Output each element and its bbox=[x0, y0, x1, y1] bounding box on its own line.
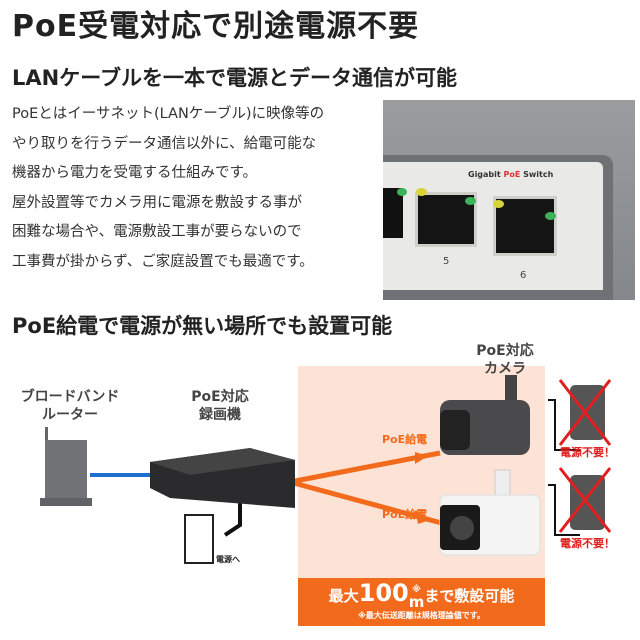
poe-feed-label: PoE給電 bbox=[382, 508, 428, 521]
switch-label: Gigabit PoE Switch bbox=[468, 170, 554, 179]
arrow-icon bbox=[415, 510, 430, 524]
body-line: 機器から電力を受電する仕組みです。 bbox=[12, 165, 258, 181]
banner-note: ※最大伝送距離は規格理論値です。 bbox=[358, 611, 485, 620]
body-line: 屋外設置等でカメラ用に電源を敷設する事が bbox=[12, 194, 302, 211]
camera-label: PoE対応カメラ bbox=[476, 343, 534, 377]
banner-text: 最大 bbox=[328, 587, 359, 605]
diagram-lines bbox=[40, 375, 612, 564]
outlet-label: 電源へ bbox=[216, 555, 240, 564]
description: PoEとはイーサネット(LANケーブル)に映像等の やり取りを行うデータ通信以外… bbox=[12, 100, 382, 277]
port-number: 6 bbox=[520, 270, 527, 281]
poe-switch-photo: Gigabit PoE Switch 5 6 bbox=[383, 100, 635, 300]
banner-text: まで敷設可能 bbox=[424, 587, 515, 605]
page-title: PoE受電対応で別途電源不要 bbox=[12, 9, 420, 44]
recorder-label: PoE対応録画機 bbox=[191, 389, 249, 423]
router-icon bbox=[45, 440, 87, 502]
body-line: やり取りを行うデータ通信以外に、給電可能な bbox=[12, 135, 317, 152]
poe-feed-label: PoE給電 bbox=[382, 433, 428, 446]
section-title: PoE給電で電源が無い場所でも設置可能 bbox=[12, 314, 393, 338]
cross-icon bbox=[558, 379, 612, 533]
power-cord bbox=[223, 500, 242, 537]
body-line: PoEとはイーサネット(LANケーブル)に映像等の bbox=[12, 106, 325, 122]
body-line: 困難な場合や、電源敷設工事が要らないので bbox=[12, 224, 302, 240]
ethernet-port bbox=[493, 196, 557, 256]
banner-number: 100 bbox=[358, 579, 409, 607]
outlet-icon bbox=[184, 514, 214, 564]
poe-cable bbox=[289, 450, 461, 531]
banner-mark: ※ bbox=[412, 585, 421, 595]
router-label: ブロードバンドルーター bbox=[20, 389, 120, 423]
port-number: 5 bbox=[443, 256, 450, 267]
body-line: 工事費が掛からず、ご家庭設置でも最適です。 bbox=[12, 253, 314, 270]
arrow-icon bbox=[415, 452, 428, 464]
no-power-label: 電源不要！ bbox=[560, 537, 615, 550]
subtitle: LANケーブルを一本で電源とデータ通信が可能 bbox=[12, 66, 457, 90]
no-power-label: 電源不要！ bbox=[560, 446, 615, 459]
banner-unit: ※m bbox=[408, 585, 425, 611]
